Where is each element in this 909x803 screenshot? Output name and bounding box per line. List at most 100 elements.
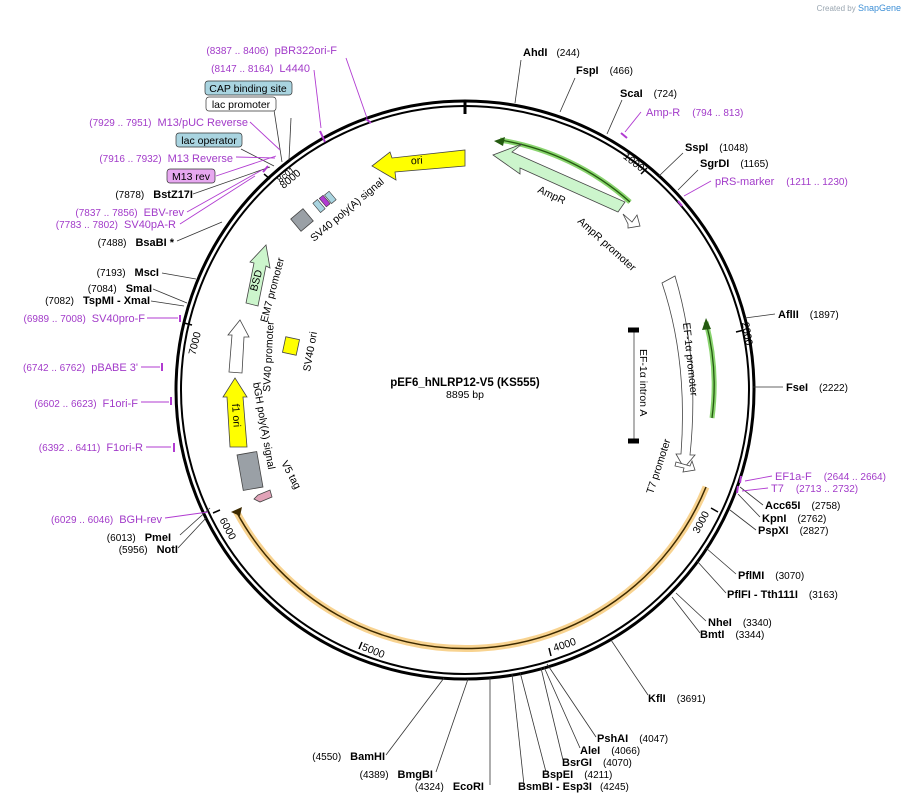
primer-leader (179, 175, 256, 225)
m13-rev-feature (318, 194, 331, 208)
enzyme-leader (744, 313, 776, 319)
primer-leader (744, 475, 773, 482)
ruler-tick (358, 641, 363, 650)
primer-label: (7916 .. 7932)M13 Reverse (99, 153, 233, 165)
ruler-tick (548, 647, 552, 657)
enzyme-label: PflMI(3070) (738, 570, 804, 582)
enzyme-label: BsmBI - Esp3I(4245) (518, 781, 629, 793)
sv40-ori-feature (282, 336, 300, 356)
boxed-label-m13-rev: M13 rev (166, 168, 216, 184)
primer-mark (620, 132, 628, 139)
enzyme-leader (705, 547, 737, 575)
enzyme-label: PshAI(4047) (597, 733, 668, 745)
backbone-outer (174, 99, 756, 681)
enzyme-label: NheI(3340) (708, 617, 772, 629)
enzyme-label: KflI(3691) (648, 693, 706, 705)
enzyme-leader (176, 221, 223, 242)
enzyme-leader (543, 666, 581, 749)
enzyme-leader (546, 663, 597, 738)
ruler-ticks: 1000 2000 3000 4000 5000 6000 7000 8000 (183, 151, 755, 661)
enzyme-label: BmtI(3344) (700, 629, 764, 641)
primer-leader (683, 180, 712, 197)
plasmid-name: pEF6_hNLRP12-V5 (KS555) (390, 377, 540, 389)
ori-feature (371, 149, 466, 181)
primer-label: (7783 .. 7802)SV40pA-R (56, 219, 176, 231)
insert-arc (235, 486, 707, 650)
t7-promoter-label: T7 promoter (644, 437, 673, 496)
boxed-label-cap: CAP binding site (204, 80, 293, 96)
primer-label: (8387 .. 8406)pBR322ori-F (206, 45, 337, 57)
enzyme-leader (675, 592, 707, 622)
ampr-accent-arrowhead (494, 137, 505, 146)
primer-mark (262, 165, 269, 173)
snapgene-credit: Created by SnapGene (817, 3, 901, 13)
primer-leader (313, 69, 322, 129)
primer-leader (741, 487, 769, 492)
primer-mark (739, 475, 742, 484)
enzyme-label: AleI(4066) (580, 745, 640, 757)
enzyme-label: PspXI(2827) (758, 525, 828, 537)
enzyme-leader (514, 59, 522, 104)
lac-operator-text: lac operator (181, 135, 237, 147)
primer-leader (345, 57, 368, 119)
enzyme-label: (4324)EcoRI (415, 781, 484, 793)
m13-rev-box (166, 168, 216, 184)
enzyme-label: (7878)BstZ17I (115, 189, 193, 201)
enzyme-leader (610, 639, 649, 696)
enzyme-leader (511, 673, 525, 786)
enzyme-label: (6013)PmeI (107, 532, 171, 544)
primer-label: Amp-R(794 .. 813) (646, 107, 743, 119)
enzyme-leader (729, 509, 757, 531)
enzyme-leader (385, 677, 445, 756)
primer-mark (319, 130, 326, 143)
ruler-tick (212, 509, 221, 514)
enzyme-label: ScaI(724) (620, 88, 677, 100)
lac-promoter-box (205, 96, 277, 112)
lac-promoter-text: lac promoter (212, 99, 271, 111)
enzyme-leader (152, 288, 188, 304)
enzyme-leader (519, 671, 547, 773)
primer-leader (186, 169, 263, 213)
ruler-tick-label: 2000 (739, 321, 755, 346)
primer-mark (677, 200, 683, 207)
sv40-promoter-feature (227, 319, 250, 374)
primer-label: (6742 .. 6762)pBABE 3' (23, 362, 138, 374)
primer-label: (6392 .. 6411)F1ori-R (39, 442, 143, 454)
lac-operator-feature (312, 199, 326, 213)
primer-mark (736, 485, 739, 494)
ruler-tick-label: 7000 (187, 331, 204, 357)
primer-label: EF1a-F(2644 .. 2664) (775, 471, 886, 483)
primer-label: (7837 .. 7856)EBV-rev (75, 207, 184, 219)
boxed-label-lac-promoter: lac promoter (205, 96, 277, 112)
enzyme-leader (288, 117, 292, 161)
f1-ori-label: f1 ori (229, 403, 243, 427)
primer-mark (365, 118, 372, 124)
enzyme-leader (150, 300, 185, 307)
sv40-polya-feature (290, 208, 314, 232)
primer-label: (7929 .. 7951)M13/pUC Reverse (89, 117, 248, 129)
enzyme-leader (696, 560, 727, 594)
enzyme-leader (540, 667, 564, 761)
enzyme-label: SspI(1048) (685, 142, 748, 154)
primer-label: T7(2713 .. 2732) (771, 483, 858, 495)
primer-leaders (141, 57, 773, 519)
sv40-ori-label: SV40 ori (301, 331, 320, 373)
sv40-promoter-label: SV40 promoter (261, 321, 277, 393)
enzyme-leader (737, 493, 761, 518)
primer-leader (624, 111, 642, 133)
lac-operator-box (175, 132, 243, 148)
enzyme-leader (177, 517, 207, 549)
ruler-tick-label: 1000 (621, 151, 647, 175)
enzyme-label: BspEI(4211) (542, 769, 612, 781)
enzyme-leader (161, 272, 197, 280)
primer-label: (6602 .. 6623)F1ori-F (34, 398, 138, 410)
bsd-label: BSD (248, 268, 265, 292)
primer-leader (215, 155, 277, 177)
ruler-tick (263, 173, 271, 180)
enzyme-label: (7193)MscI (97, 267, 159, 279)
primer-label: (6989 .. 7008)SV40pro-F (24, 313, 146, 325)
ef1a-promoter-feature (661, 275, 696, 469)
enzyme-leader (739, 486, 764, 506)
t7-promoter-feature (674, 459, 696, 473)
plasmid-length: 8895 bp (446, 389, 484, 401)
